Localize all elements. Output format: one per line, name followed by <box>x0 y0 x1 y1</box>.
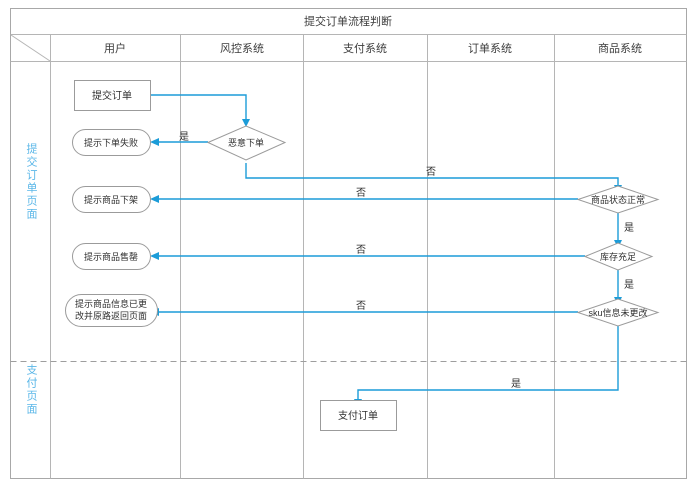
diagram-title: 提交订单流程判断 <box>304 14 392 28</box>
node-tip-order-failed-shape[interactable] <box>72 129 151 156</box>
node-tip-product-offshelf[interactable]: 提示商品下架 <box>72 186 151 213</box>
arrowhead-malicious-yes <box>150 138 159 146</box>
flow-connectors: 是 否 否 是 否 是 否 <box>150 94 634 407</box>
phase-label-submit-order-page: 提交订单页面 <box>25 143 38 221</box>
column-header-product: 商品系统 <box>598 41 642 55</box>
corner-diagonal-slash <box>10 34 51 62</box>
edge-label-sku-no: 否 <box>356 300 366 312</box>
node-tip-product-offshelf-label: 提示商品下架 <box>84 194 138 205</box>
node-product-status-ok[interactable]: 商品状态正常 <box>576 185 660 214</box>
edge-malicious-no <box>245 163 619 186</box>
node-tip-product-soldout[interactable]: 提示商品售罄 <box>72 243 151 270</box>
node-tip-product-soldout-label: 提示商品售罄 <box>84 251 138 262</box>
arrowhead-submit-to-malicious <box>242 119 250 127</box>
node-submit-order-shape[interactable] <box>74 80 151 111</box>
node-submit-order-label: 提交订单 <box>92 89 132 102</box>
edge-label-stock-no: 否 <box>356 244 366 256</box>
node-sku-unchanged-label: sku信息未更改 <box>588 307 647 318</box>
node-stock-enough-shape[interactable] <box>583 242 654 271</box>
node-stock-enough[interactable]: 库存充足 <box>583 242 654 271</box>
node-pay-order-shape[interactable] <box>320 400 397 431</box>
node-tip-sku-changed[interactable]: 提示商品信息已更 改并原路返回页面 <box>65 294 158 327</box>
edge-label-stock-yes: 是 <box>624 279 634 291</box>
node-tip-order-failed[interactable]: 提示下单失败 <box>72 129 151 156</box>
node-malicious-order-label: 恶意下单 <box>228 137 264 148</box>
node-product-status-ok-shape[interactable] <box>576 185 660 214</box>
node-malicious-order-shape[interactable] <box>206 125 287 161</box>
node-submit-order[interactable]: 提交订单 <box>74 80 151 111</box>
swimlane-grid <box>10 8 687 479</box>
arrowhead-product-status-no <box>150 195 159 203</box>
edge-label-product-status-no: 否 <box>356 187 366 199</box>
edge-label-malicious-no: 否 <box>426 166 436 178</box>
arrowhead-stock-no <box>150 252 159 260</box>
diagram-outer-border <box>10 8 687 479</box>
edge-label-sku-yes: 是 <box>511 378 521 390</box>
phase-label-payment-page: 支付页面 <box>25 364 38 416</box>
edge-label-product-status-yes: 是 <box>624 222 634 234</box>
phase-label-group: 提交订单页面 支付页面 <box>25 143 38 416</box>
node-tip-product-soldout-shape[interactable] <box>72 243 151 270</box>
edge-label-malicious-yes: 是 <box>179 131 189 143</box>
column-header-row: 用户 风控系统 支付系统 订单系统 商品系统 <box>104 41 642 55</box>
node-tip-product-offshelf-shape[interactable] <box>72 186 151 213</box>
node-sku-unchanged[interactable]: sku信息未更改 <box>576 298 660 327</box>
node-malicious-order[interactable]: 恶意下单 <box>206 125 287 161</box>
column-header-risk: 风控系统 <box>220 41 264 55</box>
node-pay-order-label: 支付订单 <box>338 409 378 422</box>
node-pay-order[interactable]: 支付订单 <box>320 400 397 431</box>
edge-sku-yes <box>357 326 619 400</box>
node-tip-order-failed-label: 提示下单失败 <box>84 137 138 148</box>
node-sku-unchanged-shape[interactable] <box>576 298 660 327</box>
node-stock-enough-label: 库存充足 <box>600 251 636 262</box>
node-tip-sku-changed-shape[interactable] <box>65 294 158 327</box>
node-tip-sku-changed-label-line2: 改并原路返回页面 <box>75 310 147 321</box>
node-tip-sku-changed-label-line1: 提示商品信息已更 <box>75 298 147 309</box>
column-header-order: 订单系统 <box>468 42 512 55</box>
column-header-user: 用户 <box>104 41 126 55</box>
node-product-status-ok-label: 商品状态正常 <box>591 194 645 205</box>
column-header-payment: 支付系统 <box>343 42 387 55</box>
edge-submit-to-malicious <box>150 94 247 120</box>
